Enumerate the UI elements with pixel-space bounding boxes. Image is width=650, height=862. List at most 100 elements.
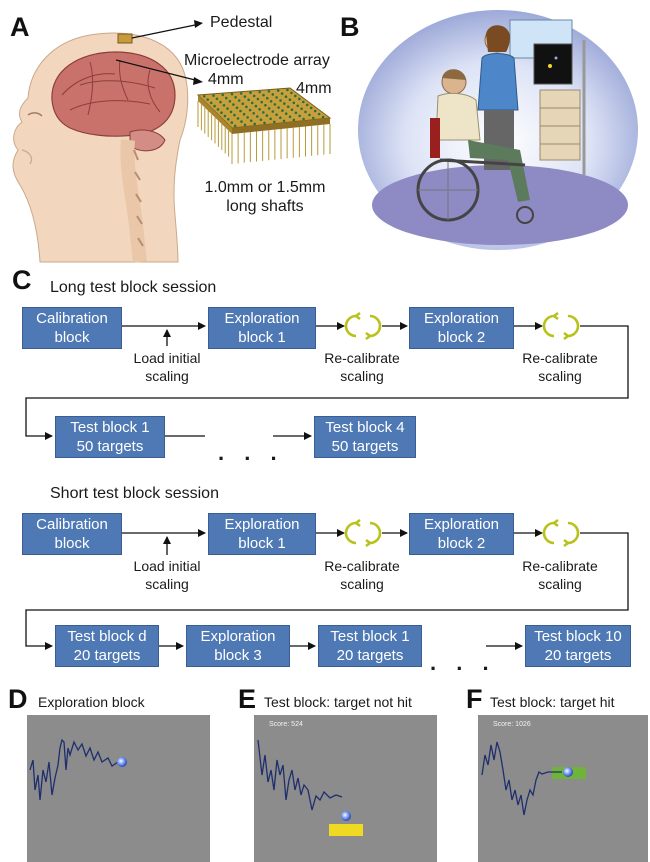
box-line2: 50 targets	[56, 437, 164, 456]
array-electrode	[274, 103, 277, 106]
array-electrode	[249, 91, 252, 94]
pedestal-label: Pedestal	[210, 14, 272, 32]
array-electrode	[250, 119, 253, 122]
array-electrode	[238, 99, 241, 102]
array-electrode	[213, 105, 216, 108]
array-dimension-1: 4mm	[208, 71, 244, 89]
array-electrode	[286, 89, 289, 92]
array-electrode	[279, 99, 282, 102]
short-recal-2-line2: scaling	[510, 575, 610, 593]
array-electrode	[216, 98, 219, 101]
array-electrode	[318, 113, 321, 116]
box-line1: Exploration	[410, 309, 513, 328]
array-electrode	[258, 108, 261, 111]
array-electrode	[272, 93, 275, 96]
array-electrode	[232, 103, 235, 106]
recalibrate-icon	[346, 520, 380, 546]
short-test-block-10: Test block 10 20 targets	[525, 625, 631, 667]
box-line1: Exploration	[209, 309, 315, 328]
array-electrode	[251, 102, 254, 105]
array-electrode	[258, 91, 261, 94]
head-silhouette	[13, 33, 188, 262]
pedestal	[118, 34, 132, 43]
array-electrode	[283, 120, 286, 123]
long-recal-2-line2: scaling	[510, 367, 610, 385]
exploration-screen	[27, 715, 210, 862]
array-electrode	[262, 94, 265, 97]
array-electrode	[277, 106, 280, 109]
array-electrode	[275, 96, 278, 99]
array-electrode	[210, 102, 213, 105]
array-electrode	[312, 117, 315, 120]
array-electrode	[234, 96, 237, 99]
box-line1: Test block d	[56, 627, 158, 646]
floor-disc	[372, 165, 628, 245]
box-line2: 20 targets	[526, 646, 630, 665]
array-electrode	[225, 97, 228, 100]
short-exploration-block-2: Exploration block 2	[409, 513, 514, 555]
recalibrate-icon	[544, 313, 578, 339]
panel-label-d: D	[8, 686, 28, 713]
array-electrode	[240, 120, 243, 123]
brain	[52, 52, 175, 136]
box-line2: block	[23, 534, 121, 553]
box-line1: Test block 1	[56, 418, 164, 437]
box-line2: 20 targets	[319, 646, 421, 665]
array-electrode	[293, 119, 296, 122]
short-recal-1-line2: scaling	[312, 575, 412, 593]
long-load-scaling-line2: scaling	[117, 367, 217, 385]
array-electrode	[322, 116, 325, 119]
array-electrode	[249, 109, 252, 112]
array-electrode	[229, 100, 232, 103]
score-readout: Score: 524	[269, 721, 303, 728]
box-line2: 20 targets	[56, 646, 158, 665]
array-electrode	[266, 114, 269, 117]
array-electrode	[226, 107, 229, 110]
array-electrode	[253, 95, 256, 98]
box-line2: block 2	[410, 534, 513, 553]
array-electrode	[291, 108, 294, 111]
array-electrode	[264, 104, 267, 107]
array-electrode	[310, 107, 313, 110]
array-electrode	[285, 95, 288, 98]
array-electrode	[260, 101, 263, 104]
short-exploration-block-1: Exploration block 1	[208, 513, 316, 555]
array-electrode	[240, 92, 243, 95]
array-electrode	[277, 89, 280, 92]
array-electrode	[237, 117, 240, 120]
array-electrode	[266, 97, 269, 100]
array-electrode	[231, 121, 234, 124]
array-title: Microelectrode array	[184, 52, 330, 70]
array-electrode	[244, 95, 247, 98]
box-line1: Test block 10	[526, 627, 630, 646]
panel-label-f: F	[466, 686, 483, 713]
panel-e-title: Test block: target not hit	[264, 694, 412, 710]
array-electrode	[308, 114, 311, 117]
score-readout: Score: 1026	[493, 721, 531, 728]
array-electrode	[203, 95, 206, 98]
array-electrode	[255, 105, 258, 108]
cerebellum	[130, 130, 165, 151]
recalibrate-icon	[346, 313, 380, 339]
array-electrode	[302, 101, 305, 104]
box-line1: Calibration	[23, 515, 121, 534]
recalibrate-icon	[544, 520, 578, 546]
array-electrode	[230, 111, 233, 114]
array-electrode	[269, 118, 272, 121]
short-load-scaling-line2: scaling	[117, 575, 217, 593]
short-ellipsis: . . .	[430, 650, 496, 676]
box-line2: block	[23, 328, 121, 347]
array-electrode	[256, 115, 259, 118]
array-electrode	[275, 113, 278, 116]
box-line1: Calibration	[23, 309, 121, 328]
array-electrode	[233, 114, 236, 117]
array-electrode	[244, 124, 247, 127]
array-electrode	[252, 112, 255, 115]
box-line1: Test block 1	[319, 627, 421, 646]
short-load-scaling-line1: Load initial	[117, 557, 217, 575]
short-recal-1-line1: Re-calibrate	[312, 557, 412, 575]
array-dimension-2: 4mm	[296, 80, 332, 98]
short-test-block-d: Test block d 20 targets	[55, 625, 159, 667]
array-electrode	[283, 102, 286, 105]
array-electrode	[243, 113, 246, 116]
